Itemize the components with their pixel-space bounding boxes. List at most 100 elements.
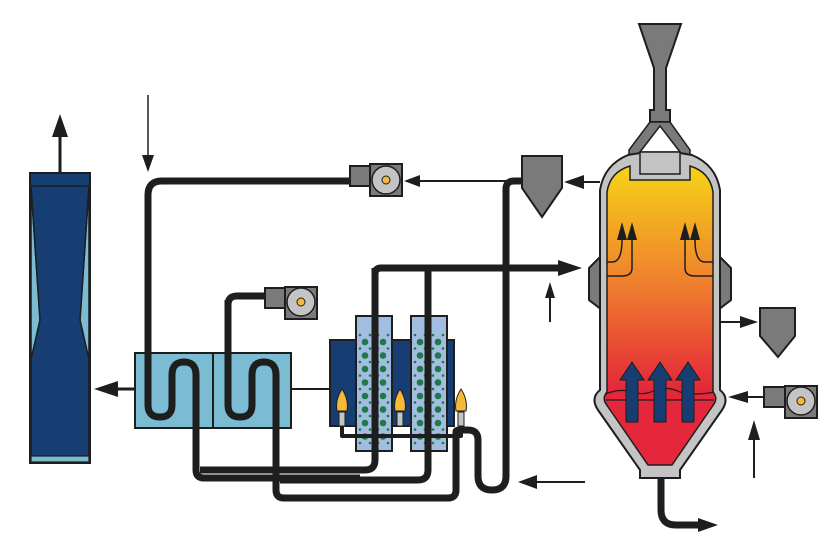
catalyst-dot-small (368, 360, 372, 364)
catalyst-dot-small (413, 401, 417, 404)
catalyst-dot-small (441, 401, 445, 404)
catalyst-dot-small (413, 333, 417, 337)
air-intake-arrow-icon (142, 95, 154, 172)
catalyst-dot-small (386, 333, 390, 337)
catalyst-dot (416, 406, 424, 413)
catalyst-dot-small (413, 374, 417, 377)
catalyst-dot-small (431, 347, 435, 350)
catalyst-dot-small (368, 374, 372, 377)
catalyst-dot (361, 419, 369, 427)
ash-outlet-arrow-icon (698, 518, 718, 532)
catalyst-dot-small (358, 441, 362, 445)
catalyst-dot (361, 392, 369, 400)
air-pipe-top (144, 177, 355, 380)
coil-1-pipe (144, 300, 360, 482)
secondary-air-arrow-icon (545, 282, 555, 322)
flue-gas-arrow-icon (94, 381, 135, 397)
tube-2-pipe (280, 268, 432, 484)
catalyst-dot (416, 338, 424, 346)
catalyst-dot-small (431, 387, 435, 391)
catalyst-dot-small (368, 347, 372, 350)
catalyst-dot (416, 379, 424, 386)
catalyst-dot-small (413, 428, 417, 431)
flame-icon (455, 388, 467, 412)
catalyst-dot-small (368, 333, 372, 337)
catalyst-dot (434, 338, 442, 346)
exhaust-arrow-icon (52, 114, 68, 173)
hot-gas-arrow-icon (558, 260, 582, 276)
catalyst-dot-small (431, 414, 435, 418)
reactor-gas-arrow-icon (564, 175, 600, 189)
catalyst-dot-small (358, 428, 362, 431)
catalyst-dot (379, 352, 387, 359)
catalyst-dot-small (431, 333, 435, 337)
catalyst-dot-small (441, 360, 445, 364)
catalyst-dot-small (413, 414, 417, 418)
catalyst-dot-small (386, 401, 390, 404)
catalyst-dot-small (431, 360, 435, 364)
catalyst-dot (379, 392, 387, 400)
catalyst-dot-small (386, 387, 390, 391)
catalyst-dot-small (431, 401, 435, 404)
catalyst-dot-small (358, 333, 362, 337)
catalyst-dot-small (386, 360, 390, 364)
catalyst-dot (434, 392, 442, 400)
catalyst-dot-small (358, 374, 362, 377)
fuel-manifold (340, 426, 463, 438)
catalyst-dot-small (386, 428, 390, 431)
catalyst-dot-small (358, 414, 362, 418)
catalyst-dot-small (413, 387, 417, 391)
catalyst-dot-small (413, 347, 417, 350)
catalyst-dot (379, 419, 387, 427)
catalyst-dot (361, 338, 369, 346)
catalyst-dot-small (441, 333, 445, 337)
catalyst-dot (379, 406, 387, 413)
catalyst-dot-small (368, 414, 372, 418)
coil-2-pipe (224, 300, 461, 502)
catalyst-dot (361, 379, 369, 386)
catalyst-dot-small (431, 374, 435, 377)
burner-2 (394, 388, 406, 427)
fluidizing-air-arrows-icon (619, 361, 701, 423)
cyclone-gas-arrow (404, 175, 515, 187)
catalyst-dot-small (358, 360, 362, 364)
catalyst-dot (379, 365, 387, 373)
catalyst-dot-small (413, 441, 417, 445)
catalyst-dot-small (386, 347, 390, 350)
fluidizing-air-arrow-icon (728, 391, 766, 403)
catalyst-dot (434, 406, 442, 413)
blower-right (763, 385, 818, 419)
catalyst-dot (361, 365, 369, 373)
catalyst-dot-small (368, 387, 372, 391)
blower-intake-arrow-icon (748, 420, 760, 478)
catalyst-dot-small (386, 374, 390, 377)
bottom-inlet-arrow-icon (518, 475, 585, 489)
catalyst-dot-small (441, 374, 445, 377)
catalyst-dot (361, 352, 369, 359)
catalyst-dot-small (386, 441, 390, 445)
catalyst-dot-small (441, 414, 445, 418)
stack-base (30, 455, 90, 463)
catalyst-dot-small (358, 387, 362, 391)
cyclone-right (759, 307, 796, 359)
fluidized-bed-reactor (588, 151, 732, 479)
catalyst-dot-small (441, 387, 445, 391)
ash-outlet-pipe (657, 478, 700, 529)
catalyst-dot-small (431, 428, 435, 431)
flame-icon (394, 388, 406, 412)
blower-top (349, 163, 403, 197)
catalyst-dot (434, 419, 442, 427)
catalyst-dot (361, 406, 369, 413)
catalyst-dot (416, 392, 424, 400)
catalyst-dot (434, 365, 442, 373)
burner-3 (455, 388, 467, 427)
catalyst-dot-small (386, 414, 390, 418)
blower-hub-icon (796, 396, 806, 406)
side-outlet-arrow-icon (720, 316, 758, 328)
freeboard-flow-arrows-icon (607, 222, 713, 277)
catalyst-dot-small (431, 441, 435, 445)
catalyst-dot (416, 352, 424, 359)
catalyst-dot-small (358, 347, 362, 350)
stack (29, 172, 91, 464)
catalyst-dot-small (368, 441, 372, 445)
